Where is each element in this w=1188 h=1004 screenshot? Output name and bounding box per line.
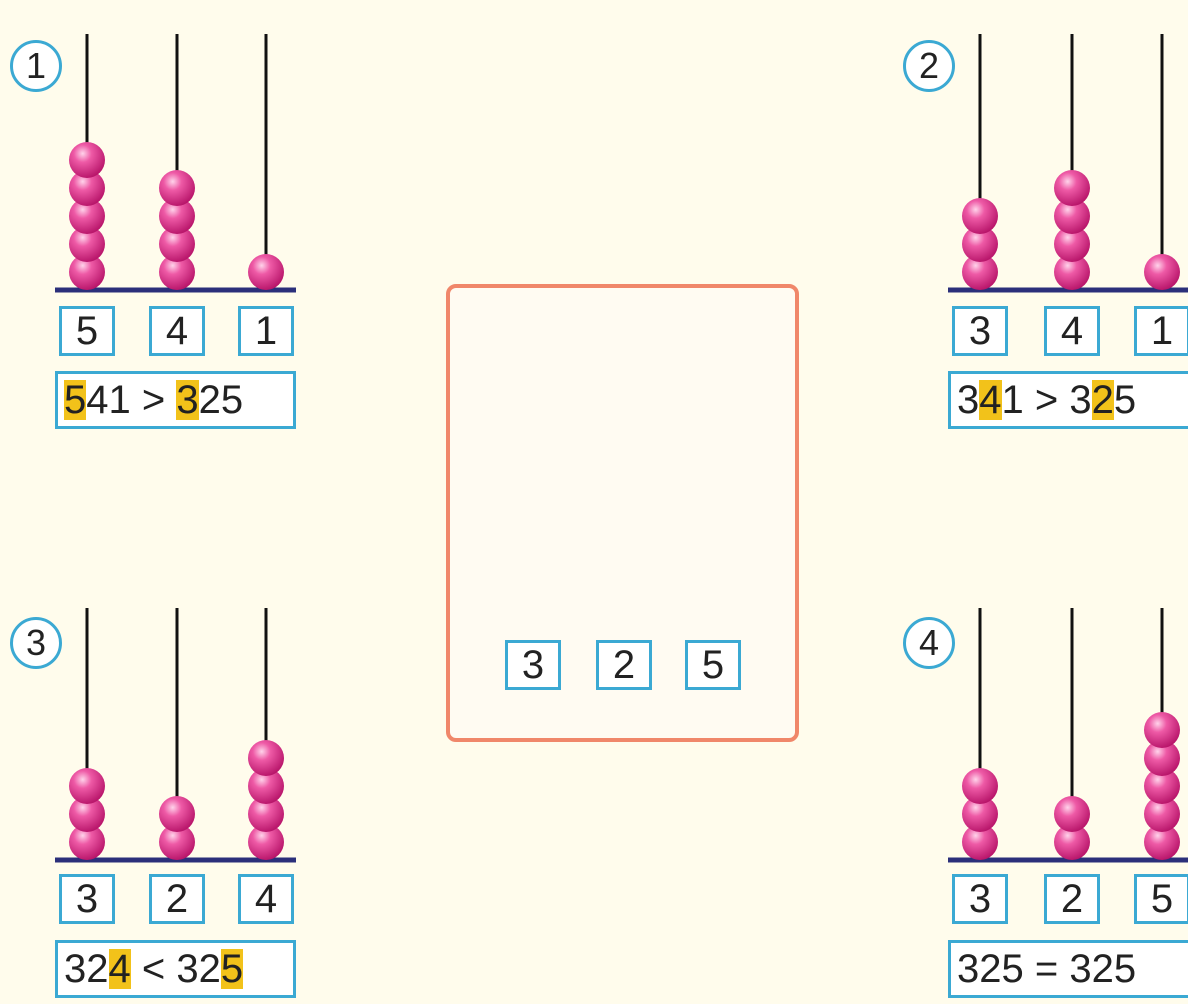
highlighted-digit: 5 bbox=[220, 947, 244, 991]
problem-4-bead bbox=[1144, 740, 1180, 776]
problem-4-digit-box: 3 bbox=[952, 874, 1008, 924]
problem-4-bead bbox=[1054, 824, 1090, 860]
problem-1-bead bbox=[69, 198, 105, 234]
problem-4-bead bbox=[1144, 712, 1180, 748]
problem-3-number-marker: 3 bbox=[10, 617, 62, 669]
problem-4-bead bbox=[962, 824, 998, 860]
comparison-text: 41 > bbox=[86, 378, 177, 422]
problem-4-bead bbox=[1054, 796, 1090, 832]
problem-1-bead bbox=[159, 254, 195, 290]
reference-digit-box: 5 bbox=[685, 640, 741, 690]
problem-3-bead bbox=[248, 740, 284, 776]
problem-4-bead bbox=[1144, 824, 1180, 860]
problem-4-bead bbox=[962, 796, 998, 832]
problem-3-digit-box: 2 bbox=[149, 874, 205, 924]
problem-4-bead bbox=[962, 768, 998, 804]
problem-4-digit-box: 2 bbox=[1044, 874, 1100, 924]
problem-4-digit-box: 5 bbox=[1134, 874, 1188, 924]
problem-2-digit-box: 1 bbox=[1134, 306, 1188, 356]
problem-3-bead bbox=[248, 796, 284, 832]
comparison-text: 5 bbox=[1113, 378, 1137, 422]
highlighted-digit: 2 bbox=[1091, 378, 1114, 422]
problem-2-bead bbox=[1054, 170, 1090, 206]
reference-digit-box: 2 bbox=[596, 640, 652, 690]
comparison-text: 1 > 3 bbox=[1001, 378, 1092, 422]
problem-3-bead bbox=[69, 796, 105, 832]
comparison-text: < 32 bbox=[130, 947, 221, 991]
problem-2-digit-box: 4 bbox=[1044, 306, 1100, 356]
problem-3-bead bbox=[159, 824, 195, 860]
problem-2-digit-box: 3 bbox=[952, 306, 1008, 356]
problem-3-digit-box: 4 bbox=[238, 874, 294, 924]
comparison-text: 25 bbox=[198, 378, 244, 422]
highlighted-digit: 4 bbox=[108, 947, 131, 991]
problem-4-comparison-box: 325 = 325 bbox=[948, 940, 1188, 998]
problem-3-bead bbox=[69, 768, 105, 804]
problem-2-bead bbox=[962, 254, 998, 290]
highlighted-digit: 3 bbox=[176, 378, 199, 422]
highlighted-digit: 5 bbox=[64, 378, 87, 422]
comparison-text: 325 = 325 bbox=[957, 947, 1137, 991]
problem-2-bead bbox=[1054, 198, 1090, 234]
problem-1-digit-box: 5 bbox=[59, 306, 115, 356]
problem-3-digit-box: 3 bbox=[59, 874, 115, 924]
problem-4-bead bbox=[1144, 796, 1180, 832]
comparison-text: 3 bbox=[957, 378, 980, 422]
problem-1-bead bbox=[159, 170, 195, 206]
problem-1-digit-box: 1 bbox=[238, 306, 294, 356]
problem-1-bead bbox=[69, 142, 105, 178]
problem-3-bead bbox=[248, 824, 284, 860]
comparison-text: 32 bbox=[64, 947, 109, 991]
problem-3-bead bbox=[69, 824, 105, 860]
problem-2-bead bbox=[962, 198, 998, 234]
problem-2-bead bbox=[1054, 226, 1090, 262]
problem-1-bead bbox=[69, 170, 105, 206]
problem-3-bead bbox=[159, 796, 195, 832]
problem-3-bead bbox=[248, 768, 284, 804]
problem-1-digit-box: 4 bbox=[149, 306, 205, 356]
problem-2-bead bbox=[1054, 254, 1090, 290]
problem-2-bead bbox=[1144, 254, 1180, 290]
problem-1-number-marker: 1 bbox=[10, 40, 62, 92]
highlighted-digit: 4 bbox=[979, 378, 1002, 422]
problem-4-number-marker: 4 bbox=[903, 617, 955, 669]
problem-1-bead bbox=[69, 254, 105, 290]
problem-4-bead bbox=[1144, 768, 1180, 804]
problem-2-bead bbox=[962, 226, 998, 262]
problem-1-bead bbox=[248, 254, 284, 290]
problem-2-number-marker: 2 bbox=[903, 40, 955, 92]
problem-1-bead bbox=[159, 226, 195, 262]
problem-1-bead bbox=[159, 198, 195, 234]
reference-digit-box: 3 bbox=[505, 640, 561, 690]
problem-1-bead bbox=[69, 226, 105, 262]
